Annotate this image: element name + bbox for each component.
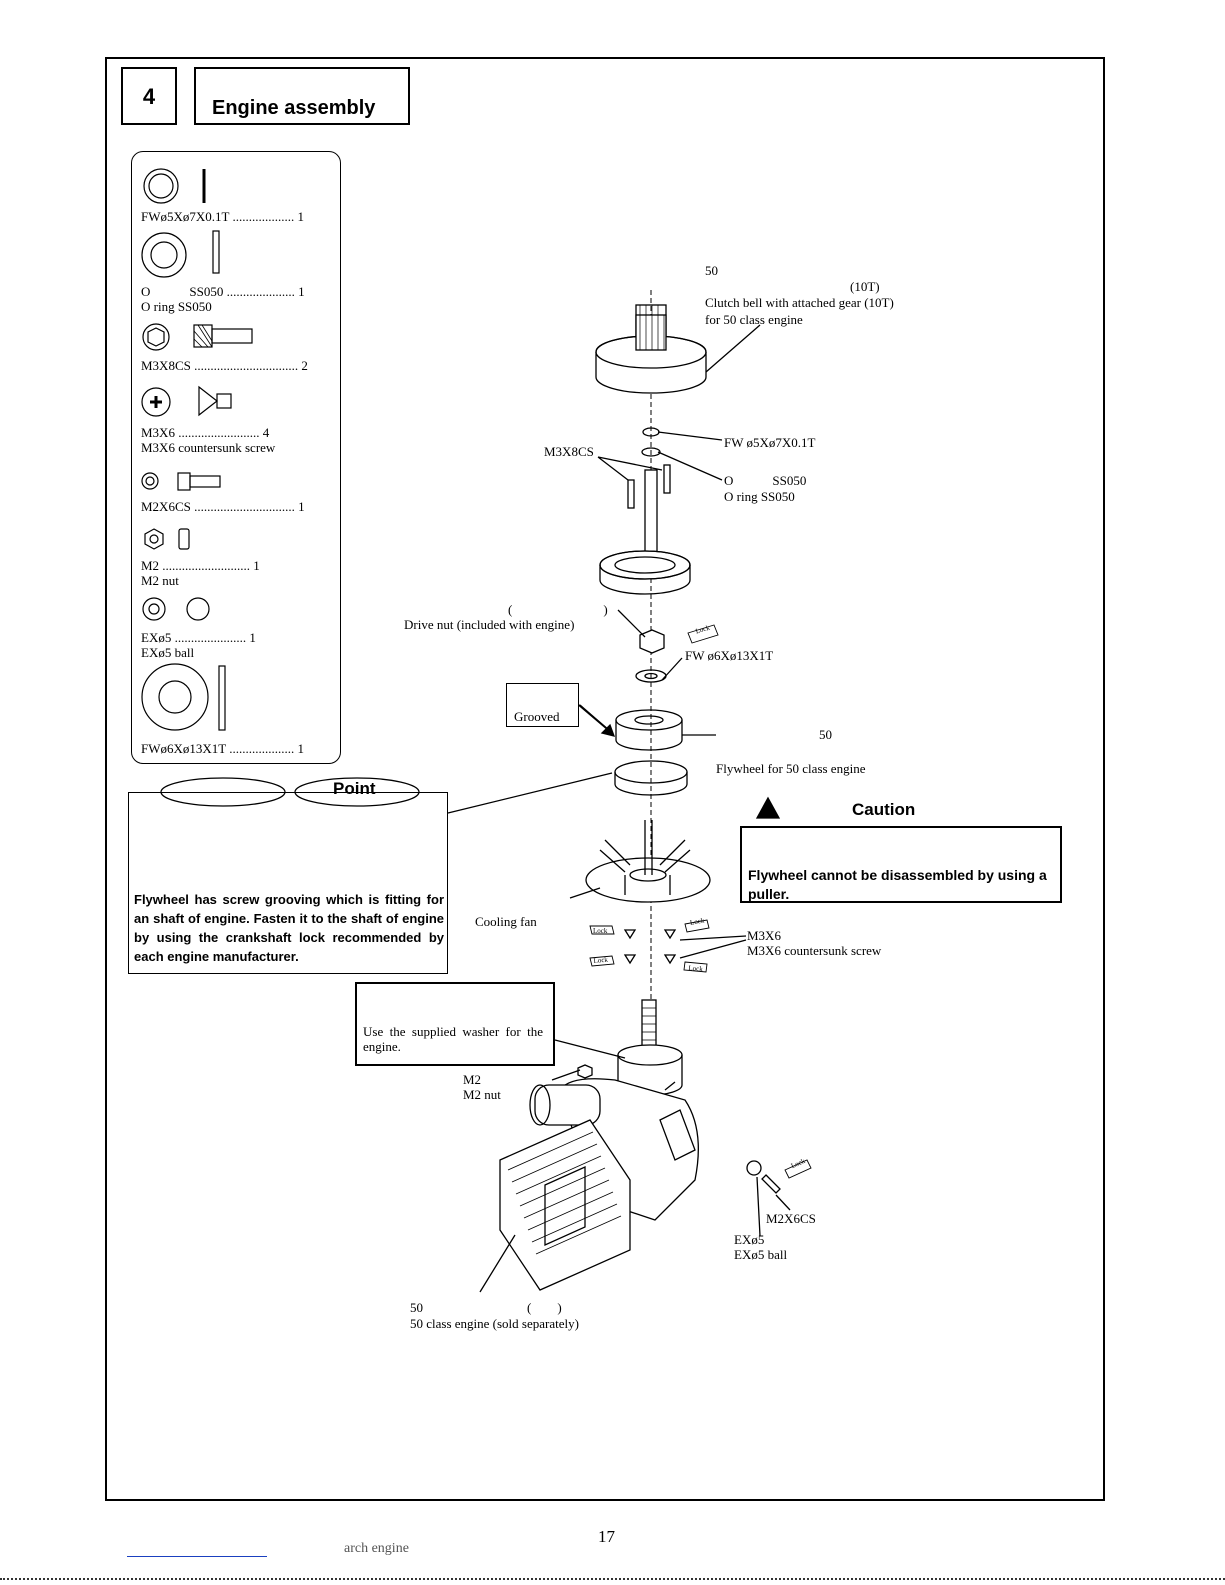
parts-icons bbox=[141, 168, 253, 731]
large-washer-icon bbox=[141, 663, 209, 731]
part-m2-en: M2 nut bbox=[141, 573, 179, 588]
step-title: Engine assembly bbox=[194, 67, 410, 125]
drive-jp-label: ( ) bbox=[508, 602, 608, 617]
lock-tags bbox=[589, 624, 812, 1179]
parts-list-panel bbox=[131, 151, 341, 764]
clutch-jp2: (10T) bbox=[850, 279, 880, 294]
nut-icon bbox=[144, 528, 164, 550]
part-m2-label: M2 ........................... 1 bbox=[141, 558, 260, 573]
washer-icon bbox=[143, 168, 179, 204]
lock-tag-2: Lock bbox=[689, 916, 705, 926]
lock-tag-1: Lock bbox=[593, 927, 608, 935]
m3x8cs-label: M3X8CS bbox=[544, 444, 594, 459]
fw5-label: FW ø5Xø7X0.1T bbox=[724, 435, 816, 450]
part-oring-label: O SS050 ..................... 1 bbox=[141, 284, 305, 299]
part-ex5-label: EXø5 ...................... 1 bbox=[141, 630, 256, 645]
point-text: Flywheel has screw grooving which is fit… bbox=[134, 892, 444, 964]
o-ring-icon bbox=[141, 232, 187, 278]
clutch-en2: for 50 class engine bbox=[705, 312, 803, 327]
page-frame bbox=[105, 57, 1105, 1501]
footer-watermark: arch engine bbox=[344, 1541, 409, 1556]
footer-link-underline bbox=[127, 1556, 267, 1557]
part-ex5-en: EXø5 ball bbox=[141, 645, 195, 660]
point-title: Point bbox=[333, 779, 376, 798]
clutch-en1: Clutch bell with attached gear (10T) bbox=[705, 295, 894, 310]
drive-en-label: Drive nut (included with engine) bbox=[404, 617, 575, 632]
ex5-ball bbox=[746, 1160, 762, 1176]
m2x6cs-label: M2X6CS bbox=[766, 1211, 816, 1226]
warning-triangle-icon bbox=[755, 796, 781, 819]
part-fw6-label: FWø6Xø13X1T .................... 1 bbox=[141, 741, 304, 756]
m2-label: M2 bbox=[463, 1072, 482, 1087]
page-number: 17 bbox=[598, 1527, 615, 1546]
part-m2x6cs-label: M2X6CS ............................... 1 bbox=[141, 499, 305, 514]
clutch-bell bbox=[595, 352, 707, 394]
grooved-box bbox=[506, 683, 579, 727]
part-oring-en: O ring SS050 bbox=[141, 299, 212, 314]
caution-title: Caution bbox=[852, 800, 916, 819]
m3x6-en-label: M3X6 countersunk screw bbox=[747, 943, 882, 958]
oring-en-label: O ring SS050 bbox=[724, 489, 795, 504]
engine-jp-label: 50 ( ) bbox=[410, 1300, 562, 1315]
ex5-label: EXø5 bbox=[734, 1232, 765, 1247]
part-m3x8cs-label: M3X8CS ................................ … bbox=[141, 358, 308, 373]
ex5-en-label: EXø5 ball bbox=[734, 1247, 788, 1262]
page-cut-line bbox=[0, 1578, 1225, 1580]
part-m3x6-label: M3X6 ......................... 4 bbox=[141, 425, 270, 440]
caution-box bbox=[740, 826, 1062, 903]
cooling-fan bbox=[585, 857, 711, 903]
lock-tag-4: Lock bbox=[688, 964, 704, 973]
part-fw5-label: FWø5Xø7X0.1T ................... 1 bbox=[141, 209, 304, 224]
part-m3x6-en: M3X6 countersunk screw bbox=[141, 440, 276, 455]
clutch-jp1: 50 bbox=[705, 263, 718, 278]
caution-text: Flywheel cannot be disassembled by using… bbox=[748, 867, 1047, 902]
flywheel-en-label: Flywheel for 50 class engine bbox=[716, 761, 866, 776]
cylinder-head bbox=[499, 1119, 631, 1291]
o-ring bbox=[641, 447, 661, 457]
step-number: 4 bbox=[121, 67, 177, 125]
countersunk-screw-icon bbox=[141, 387, 171, 417]
small-screw-icon bbox=[141, 472, 159, 490]
washer-note-text: Use the supplied washer for the engine. bbox=[363, 1024, 543, 1054]
fw6-label: FW ø6Xø13X1T bbox=[685, 648, 774, 663]
cap-screw-icon bbox=[142, 323, 170, 351]
grooved-label: Grooved bbox=[514, 709, 560, 724]
ball-icon bbox=[142, 597, 166, 621]
lock-tag-3: Lock bbox=[593, 956, 609, 965]
drive-nut bbox=[639, 629, 665, 654]
engine-en-label: 50 class engine (sold separately) bbox=[410, 1316, 579, 1331]
warning-triangle-mark: ! bbox=[746, 816, 748, 823]
m3x6-label: M3X6 bbox=[747, 928, 781, 943]
cooling-fan-label: Cooling fan bbox=[475, 914, 537, 929]
flywheel bbox=[615, 709, 683, 731]
oring-jp-label: O SS050 bbox=[724, 473, 807, 488]
flywheel-jp-label: 50 bbox=[819, 727, 832, 742]
m2x6cs-screw bbox=[761, 1174, 781, 1194]
m2-en-label: M2 nut bbox=[463, 1087, 501, 1102]
point-box bbox=[128, 792, 448, 974]
washer-note-box bbox=[355, 982, 555, 1066]
